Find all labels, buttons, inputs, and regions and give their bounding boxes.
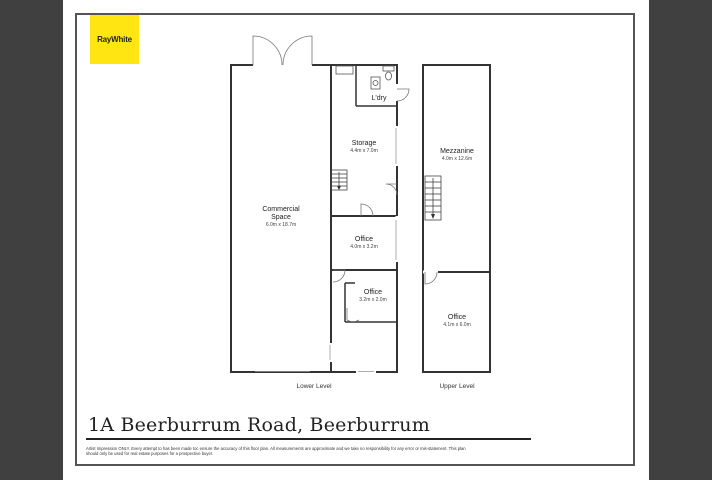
storage-label: Storage xyxy=(351,140,377,147)
page-frame xyxy=(75,13,635,466)
upper-office-door xyxy=(424,271,438,285)
upper-level-outline xyxy=(422,64,491,373)
vanity xyxy=(370,76,381,90)
disclaimer-text: Artist Impression ONLY. Every attempt to… xyxy=(86,446,466,457)
logo-text: RayWhite xyxy=(97,35,132,44)
commercial-space-label-line2: Space xyxy=(271,214,291,221)
laundry-label: L'dry xyxy=(371,95,387,102)
commercial-space-label: Commercial xyxy=(262,206,300,213)
toilet-bowl xyxy=(385,71,392,81)
address-underline xyxy=(86,438,531,440)
property-address: 1A Beerburrum Road, Beerburrum xyxy=(88,414,430,436)
toilet-cistern xyxy=(382,65,395,72)
laundry-tub xyxy=(335,65,354,75)
stairs-upper xyxy=(424,175,442,221)
storage-door xyxy=(360,203,374,217)
raywhite-logo: RayWhite xyxy=(90,15,139,64)
inner-office-door xyxy=(346,308,360,322)
office-1-label: Office xyxy=(354,236,374,243)
office-2-label: Office xyxy=(363,289,383,296)
storage-side-door xyxy=(385,183,398,196)
office-1-size: 4.0m x 3.2m xyxy=(350,244,378,250)
stairs-lower xyxy=(330,169,348,191)
storage-size: 4.4m x 7.0m xyxy=(350,148,378,154)
office-3-label: Office xyxy=(447,314,467,321)
entry-door-left xyxy=(252,35,283,66)
office-2-size: 3.2m x 2.0m xyxy=(359,297,387,303)
office-3-size: 4.1m x 6.0m xyxy=(443,322,471,328)
entry-door-right xyxy=(282,35,313,66)
upper-level-label: Upper Level xyxy=(439,383,475,390)
office-door xyxy=(332,269,346,283)
mezzanine-size: 4.0m x 12.6m xyxy=(441,156,473,162)
laundry-door xyxy=(396,88,410,102)
commercial-space-size: 6.0m x 18.7m xyxy=(265,222,297,228)
lower-level-outline xyxy=(230,64,398,373)
mezzanine-label: Mezzanine xyxy=(440,148,474,155)
lower-level-label: Lower Level xyxy=(296,383,332,390)
